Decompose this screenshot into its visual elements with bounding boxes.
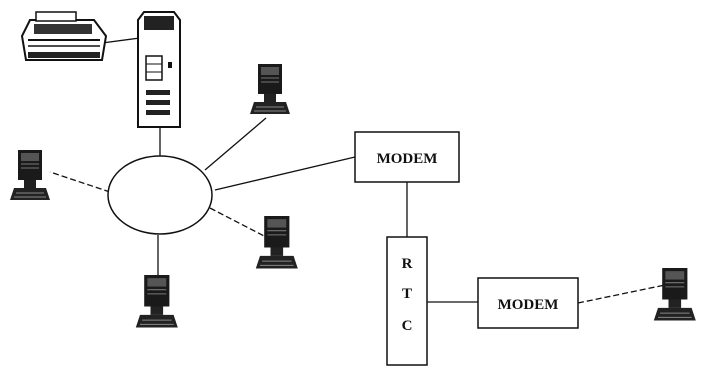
rtc-letter-c: C [402,318,413,334]
link-printer-server [102,38,140,43]
link-hub-modem [215,157,355,190]
computer-terminal-icon [250,64,290,114]
modem-top-label: MODEM [377,151,438,167]
printer-icon [22,12,106,60]
link-hub-top-right-pc [205,118,266,170]
rtc-letter-t: T [402,286,412,302]
computer-terminal-icon [10,150,50,200]
computer-terminal-icon [654,268,696,321]
link-modem-remote-pc [578,285,665,303]
computer-terminal-icon [136,275,178,328]
modem-bottom: MODEM [478,278,578,328]
server-tower-icon [138,12,180,127]
network-hub-icon [108,156,212,234]
rtc-box: R T C [387,237,427,365]
link-hub-right-pc [210,208,268,238]
computer-terminal-icon [256,216,298,269]
link-hub-left-pc [50,172,110,192]
rtc-letter-r: R [402,256,413,272]
modem-bottom-label: MODEM [498,297,559,313]
modem-top: MODEM [355,132,459,182]
